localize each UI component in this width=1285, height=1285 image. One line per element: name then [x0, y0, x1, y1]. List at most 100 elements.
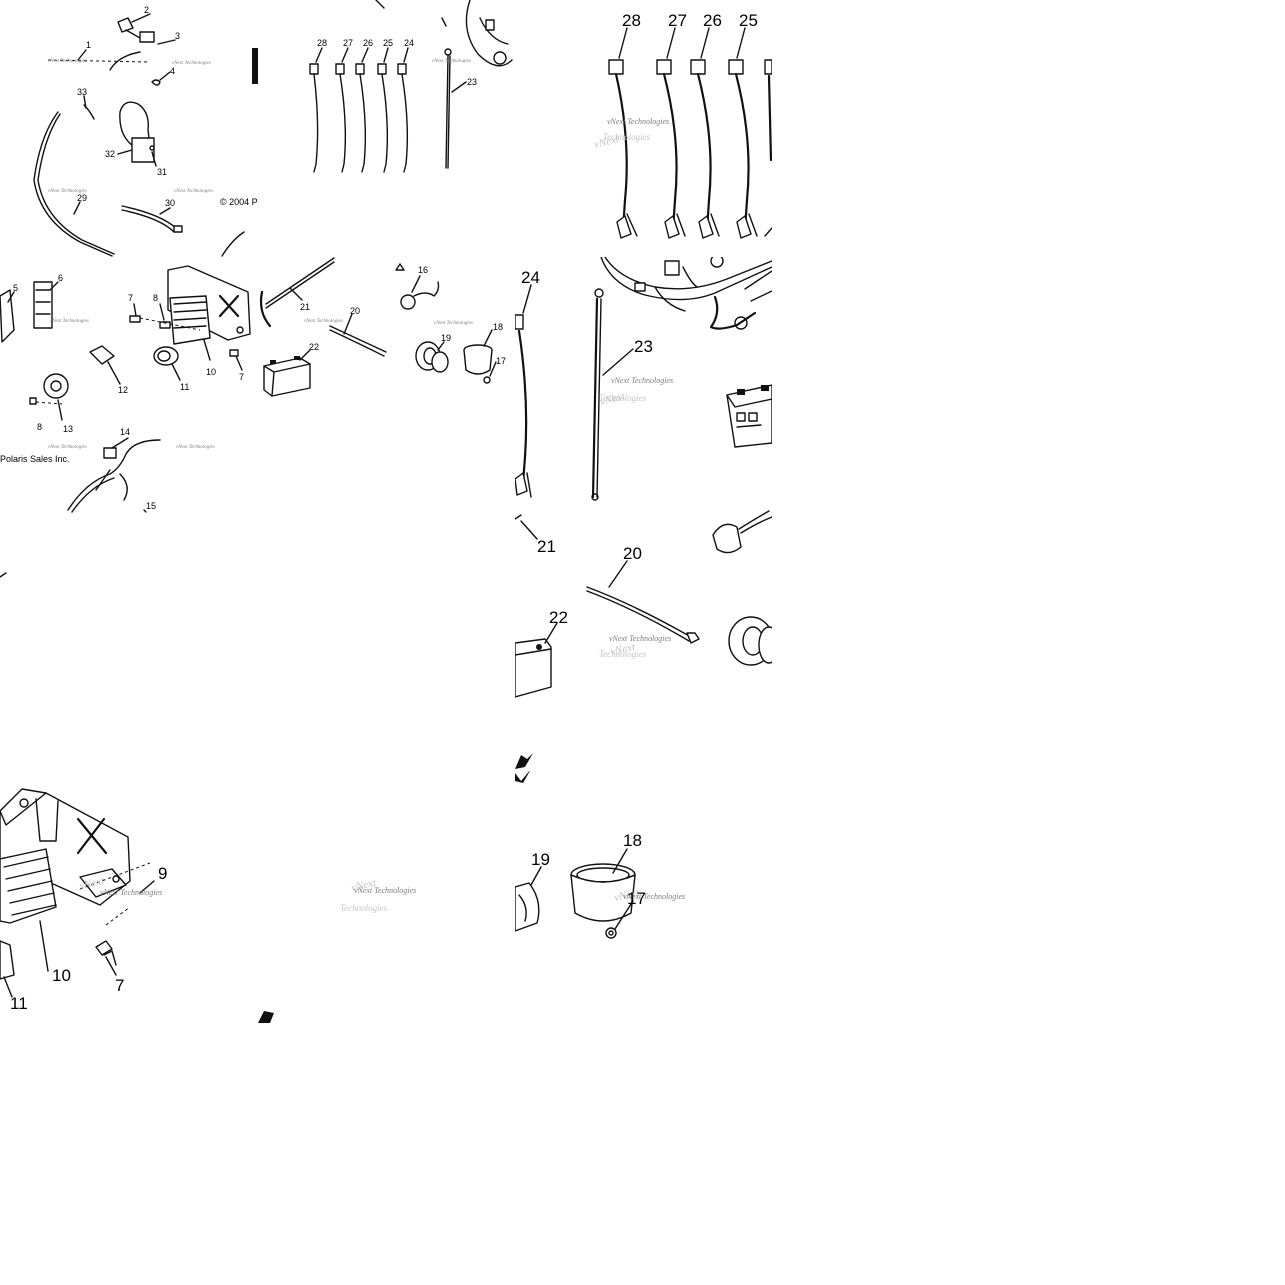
svg-text:vNext Technologies: vNext Technologies — [611, 376, 673, 385]
callout-label: 30 — [165, 198, 175, 208]
svg-text:vNext Technologies: vNext Technologies — [432, 59, 471, 64]
gauge-cup-detail-part — [570, 848, 636, 939]
fuse-holder-part — [89, 345, 121, 385]
grommet-detail-part — [728, 616, 772, 666]
terminal-wire-25-part — [728, 27, 758, 239]
callout-label: 19 — [531, 850, 550, 869]
svg-text:vNext Technologies: vNext Technologies — [100, 888, 162, 897]
callout-label: 7 — [115, 976, 124, 995]
callout-label: 29 — [77, 193, 87, 203]
svg-text:vNext Technologies: vNext Technologies — [609, 634, 671, 643]
callout-label: 16 — [418, 265, 428, 275]
svg-text:Technologies: Technologies — [599, 649, 647, 659]
watermarks: vNext vNext Technologies Technologies — [593, 117, 669, 151]
callout-label: 25 — [383, 38, 393, 48]
tiny-terminal-part — [515, 753, 533, 769]
callout-label: 18 — [493, 322, 503, 332]
terminal-wire-27-part — [656, 27, 686, 239]
regulator-leader-part — [39, 880, 155, 972]
callout-label: 17 — [496, 356, 506, 366]
tiny-clip-part — [515, 771, 530, 783]
callout-label: 7 — [128, 293, 133, 303]
callout-label: 21 — [537, 537, 556, 556]
svg-text:vNext: vNext — [609, 641, 637, 658]
watermarks: vNext Technologies vNext Technologies vN… — [48, 59, 473, 450]
svg-text:Technologies: Technologies — [340, 903, 388, 913]
tiny-clip-part — [258, 1011, 274, 1023]
switch-16-part — [395, 263, 440, 310]
callout-label: 9 — [158, 864, 167, 883]
gauge-detail-callouts: 19 18 17 — [531, 831, 646, 908]
callout-label: 8 — [37, 422, 42, 432]
svg-text:vNext Technologies: vNext Technologies — [176, 445, 215, 450]
svg-text:vNext Technologies: vNext Technologies — [50, 319, 89, 324]
callout-label: 4 — [170, 66, 175, 76]
callout-label: 22 — [309, 342, 319, 352]
svg-text:Technologies: Technologies — [599, 393, 647, 403]
svg-text:vNext Technologies: vNext Technologies — [623, 892, 685, 901]
regulator-detail-callouts: 9 10 11 7 — [10, 864, 167, 1013]
callout-label: 24 — [404, 38, 414, 48]
svg-text:vNext: vNext — [613, 887, 641, 904]
watermarks: vNext vNext Technologies Technologies vN… — [599, 376, 673, 659]
cable-20-detail-part — [586, 560, 700, 644]
svg-text:vNext Technologies: vNext Technologies — [304, 319, 343, 324]
svg-text:vNext Technologies: vNext Technologies — [48, 445, 87, 450]
svg-text:© 2004 P: © 2004 P — [220, 197, 258, 207]
callout-label: 32 — [105, 149, 115, 159]
wire-detail-panel: vNext vNext Technologies Technologies 28… — [515, 0, 772, 257]
callout-label: 31 — [157, 167, 167, 177]
battery-detail-part — [726, 384, 772, 448]
svg-text:vNext Technologies: vNext Technologies — [48, 189, 87, 194]
harness-detail-callouts: 24 23 21 20 22 — [521, 268, 653, 627]
long-ground-wire-part — [444, 48, 467, 169]
svg-text:vNext Technologies: vNext Technologies — [434, 321, 473, 326]
callout-label: 24 — [521, 268, 540, 287]
cable-21-detail-part — [515, 514, 538, 540]
main-harness-part — [375, 0, 513, 67]
callout-label: 25 — [739, 11, 758, 30]
callout-label: 10 — [52, 966, 71, 985]
svg-text:vNext: vNext — [78, 875, 106, 892]
regulator-bolt-part — [79, 862, 151, 976]
svg-text:vNext Technologies: vNext Technologies — [354, 886, 416, 895]
main-harness-detail-part — [600, 257, 772, 330]
wire-detail-drawing: vNext vNext Technologies Technologies 28… — [593, 11, 772, 239]
wire-detail-callouts: 28 27 26 25 — [622, 11, 758, 30]
svg-text:Technologies: Technologies — [603, 132, 651, 142]
callout-label: 28 — [317, 38, 327, 48]
battery-part — [263, 349, 311, 397]
callout-label: 2 — [144, 5, 149, 15]
rectifier-part — [0, 289, 15, 343]
ground-strap-part — [121, 205, 183, 233]
company-text: Polaris Sales Inc. — [0, 454, 70, 464]
svg-text:Polaris Sales Inc.: Polaris Sales Inc. — [0, 454, 70, 464]
wire-set-part — [309, 47, 409, 173]
regulator-detail-panel: vNext vNext Technologies vNext vNext Tec… — [0, 771, 515, 1028]
ignition-coil-part — [83, 95, 157, 167]
horn-part — [29, 373, 69, 421]
regulator-bracket-part — [167, 265, 251, 371]
terminal-wire-partial — [764, 59, 772, 237]
gauge-cup-part — [463, 329, 497, 384]
callout-label: 33 — [77, 87, 87, 97]
overview-overflow — [0, 515, 40, 585]
callout-label: 26 — [363, 38, 373, 48]
watermarks: vNext vNext Technologies vNext vNext Tec… — [78, 875, 416, 913]
overview-drawing: vNext Technologies vNext Technologies vN… — [0, 0, 513, 513]
callout-label: 13 — [63, 424, 73, 434]
gauge-detail-panel: vNext vNext Technologies 19 18 17 — [515, 771, 772, 1028]
svg-text:vNext Technologies: vNext Technologies — [48, 59, 87, 64]
ignition-switch-part — [47, 13, 176, 86]
callout-label: 19 — [441, 333, 451, 343]
cable-21-part — [221, 231, 335, 328]
gauge-grommet-part — [415, 341, 449, 373]
overview-panel: vNext Technologies vNext Technologies vN… — [0, 0, 515, 515]
svg-text:vNext: vNext — [350, 877, 378, 894]
terminal-wire-26-part — [690, 27, 720, 239]
battery-22-detail-part — [515, 622, 558, 698]
ground-wire-23-part — [591, 288, 634, 501]
relay-part — [33, 281, 59, 329]
copyright-text: © 2004 P — [220, 197, 258, 207]
